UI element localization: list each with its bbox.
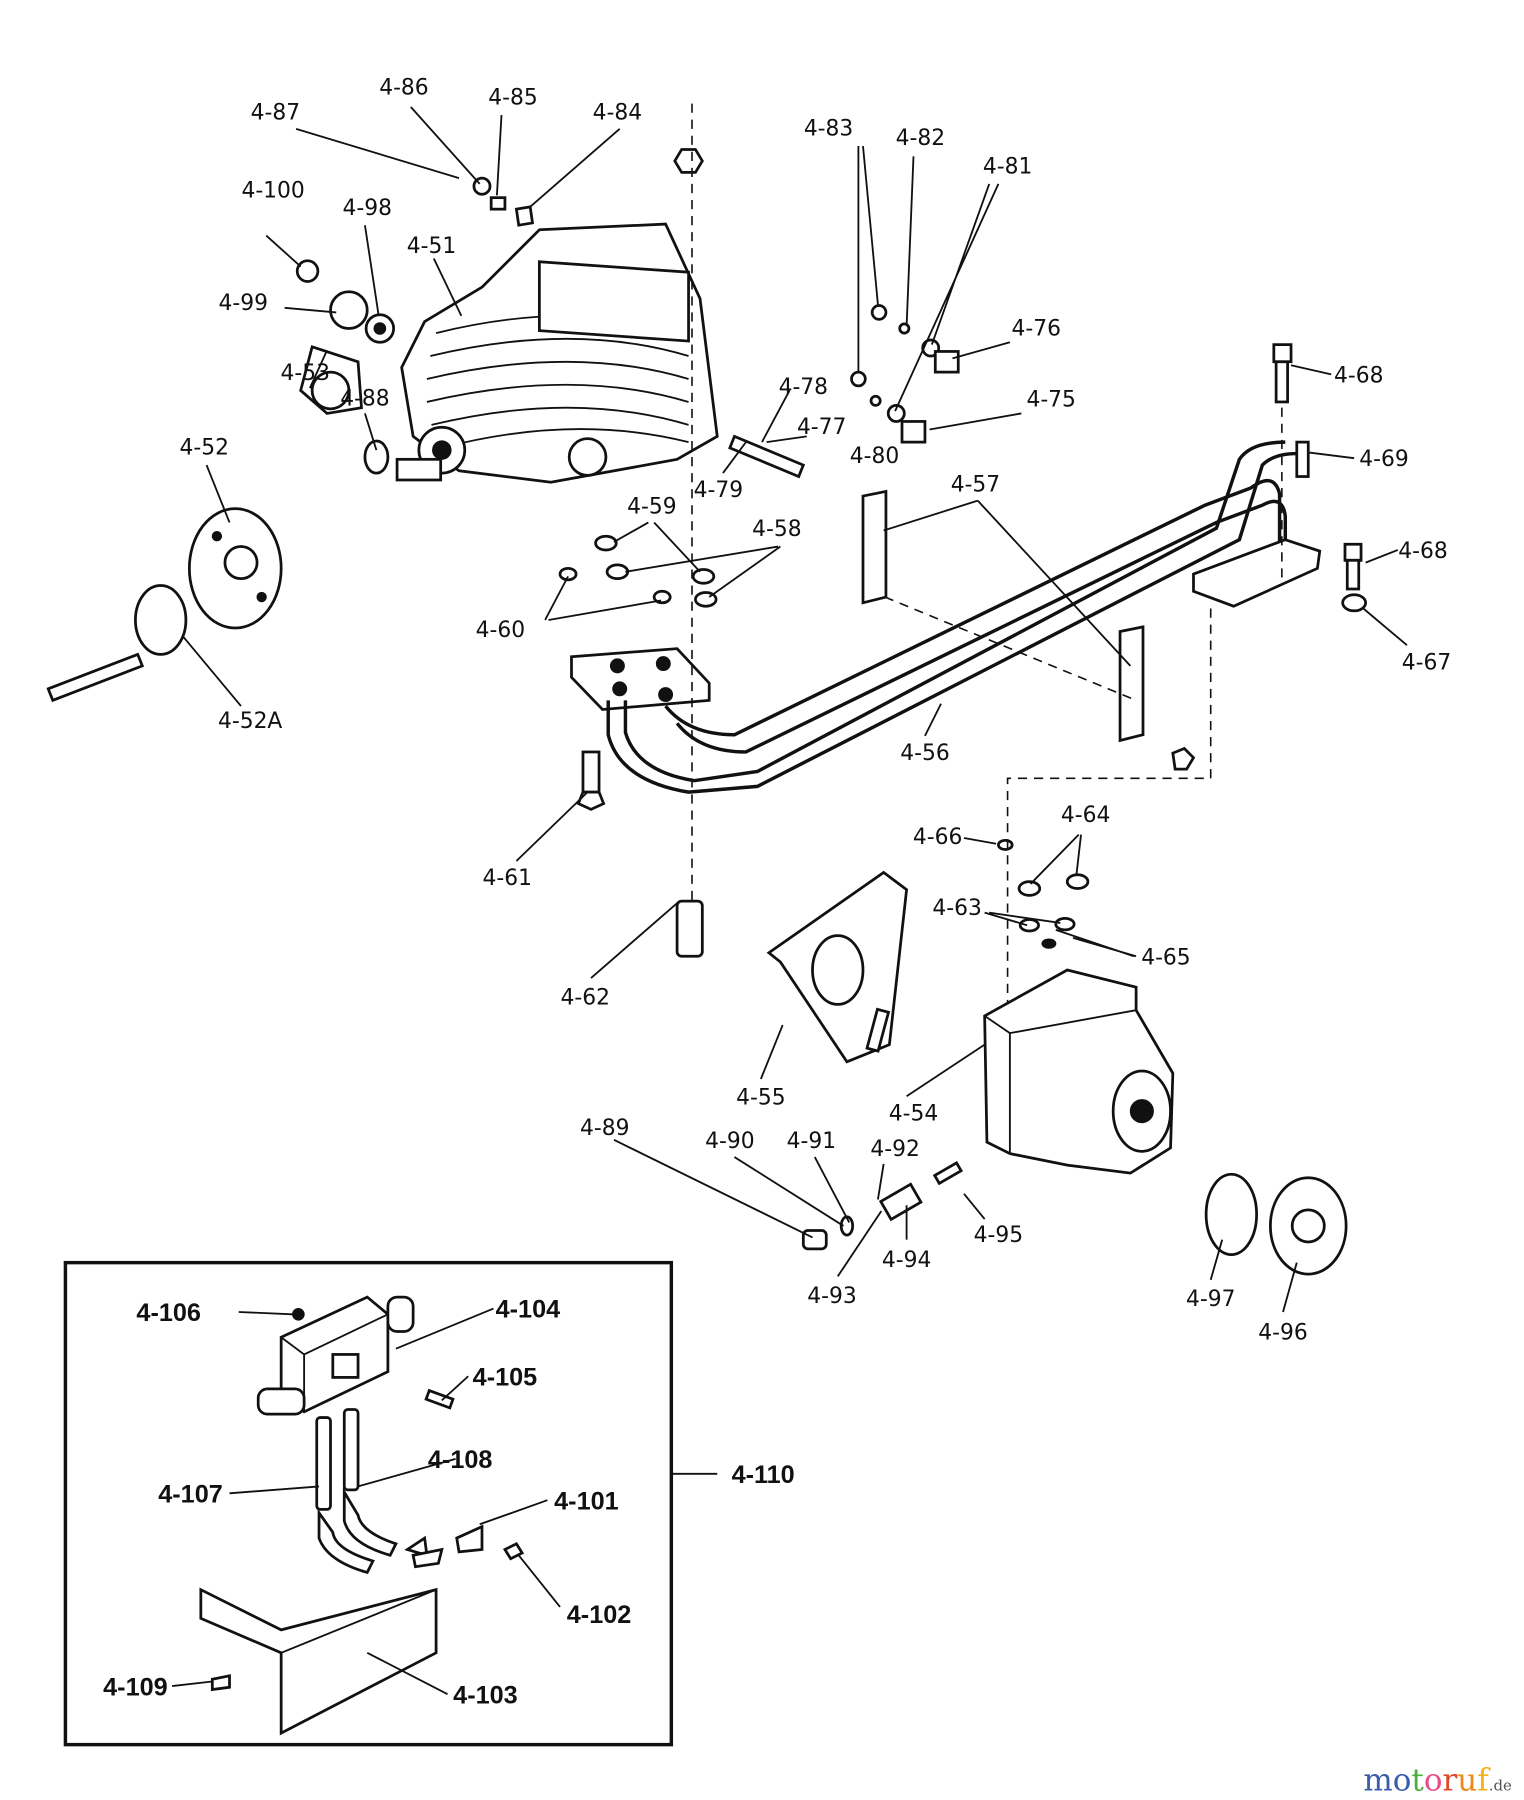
label-4-103: 4-103	[453, 1681, 518, 1709]
label-4-100: 4-100	[241, 179, 304, 204]
label-4-86: 4-86	[379, 75, 428, 100]
label-4-81: 4-81	[983, 155, 1032, 180]
label-4-108: 4-108	[428, 1446, 493, 1474]
label-4-64: 4-64	[1061, 803, 1110, 828]
label-4-91: 4-91	[787, 1129, 836, 1154]
label-4-82: 4-82	[896, 126, 945, 151]
label-4-58: 4-58	[752, 517, 801, 542]
washers	[558, 534, 1090, 949]
pump-body	[983, 968, 1348, 1276]
label-4-68-bottom: 4-68	[1398, 539, 1447, 564]
label-4-105: 4-105	[473, 1363, 538, 1391]
label-4-56: 4-56	[900, 741, 949, 766]
label-4-54: 4-54	[889, 1101, 938, 1126]
hydraulic-motor	[395, 222, 719, 484]
label-4-75: 4-75	[1026, 388, 1075, 413]
manifold-pipes	[570, 343, 1368, 958]
label-4-90: 4-90	[705, 1129, 754, 1154]
label-4-69: 4-69	[1359, 447, 1408, 472]
inset-valve-kit: 4-106 4-104 4-105 4-108 4-107 4-101 4-11…	[63, 1260, 795, 1747]
label-4-94: 4-94	[882, 1248, 931, 1273]
label-4-55: 4-55	[736, 1085, 785, 1110]
label-4-109: 4-109	[103, 1673, 168, 1701]
label-4-107: 4-107	[158, 1480, 223, 1508]
label-4-104: 4-104	[496, 1296, 561, 1324]
label-4-96: 4-96	[1258, 1321, 1307, 1346]
label-4-66: 4-66	[913, 825, 962, 850]
label-4-57: 4-57	[951, 472, 1000, 497]
label-4-53: 4-53	[281, 361, 330, 386]
label-4-51: 4-51	[407, 234, 456, 259]
label-4-101: 4-101	[554, 1487, 619, 1515]
alignment-lines	[691, 103, 1283, 1011]
label-4-79: 4-79	[694, 478, 743, 503]
label-4-52: 4-52	[180, 436, 229, 461]
label-4-92: 4-92	[870, 1137, 919, 1162]
label-4-80: 4-80	[850, 444, 899, 469]
label-4-84: 4-84	[593, 101, 642, 126]
leader-lines	[182, 106, 1408, 1313]
label-4-68-top: 4-68	[1334, 363, 1383, 388]
label-4-95: 4-95	[974, 1223, 1023, 1248]
part-labels: 4-87 4-86 4-85 4-84 4-100 4-98 4-51 4-99…	[180, 75, 1452, 1345]
label-4-93: 4-93	[807, 1284, 856, 1309]
motoruf-watermark-logo: motoruf.de	[1363, 1763, 1512, 1799]
label-4-87: 4-87	[251, 101, 300, 126]
label-4-85: 4-85	[488, 86, 537, 111]
label-4-99: 4-99	[219, 291, 268, 316]
label-4-59: 4-59	[627, 494, 676, 519]
label-4-60: 4-60	[476, 618, 525, 643]
label-4-98: 4-98	[342, 196, 391, 221]
label-4-65: 4-65	[1141, 945, 1190, 970]
label-4-63: 4-63	[932, 896, 981, 921]
label-4-102: 4-102	[567, 1601, 632, 1629]
label-4-77: 4-77	[797, 415, 846, 440]
label-4-83: 4-83	[804, 117, 853, 142]
label-4-62: 4-62	[561, 985, 610, 1010]
svg-text:motoruf.de: motoruf.de	[1363, 1763, 1512, 1799]
label-4-52A: 4-52A	[218, 709, 282, 734]
label-4-110: 4-110	[732, 1461, 795, 1489]
small-fittings	[46, 148, 960, 703]
label-4-88: 4-88	[340, 386, 389, 411]
label-4-67: 4-67	[1402, 650, 1451, 675]
label-4-97: 4-97	[1186, 1287, 1235, 1312]
label-4-61: 4-61	[483, 866, 532, 891]
label-4-78: 4-78	[779, 375, 828, 400]
label-4-106: 4-106	[136, 1299, 201, 1327]
label-4-76: 4-76	[1012, 316, 1061, 341]
label-4-89: 4-89	[580, 1116, 629, 1141]
